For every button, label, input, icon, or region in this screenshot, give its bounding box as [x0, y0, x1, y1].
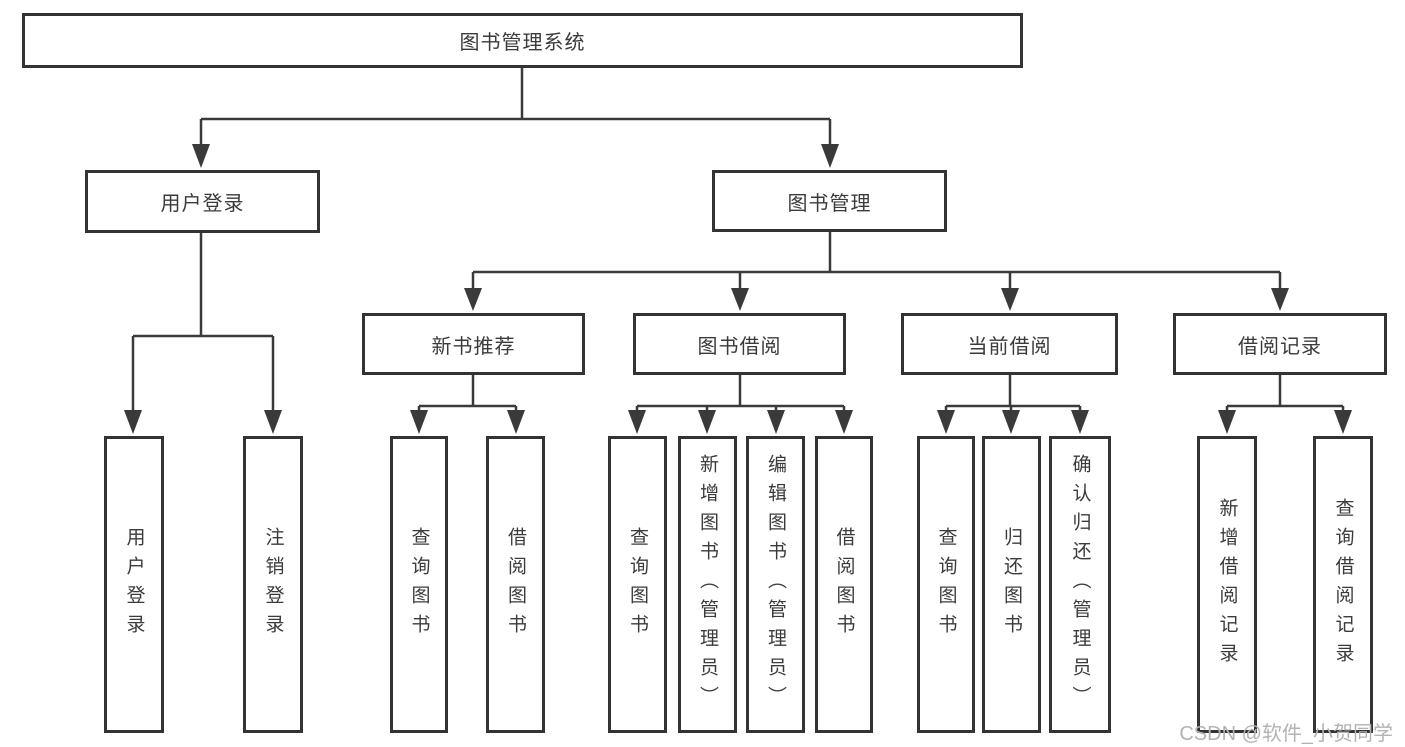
node-label: 图书管理: [787, 192, 872, 215]
node-library-system: 图书管理系统: [22, 13, 1023, 68]
node-label: 注销登录: [262, 526, 284, 643]
node-label: 借阅图书: [505, 526, 526, 643]
node-label: 用户登录: [160, 193, 245, 215]
node-label: 新书推荐: [431, 335, 516, 358]
node-label: 查询图书: [935, 526, 957, 643]
arrowheads: [124, 144, 1352, 434]
node-borrowing-borrow-books: 借阅图书: [815, 436, 873, 733]
node-label: 查询借阅记录: [1332, 497, 1354, 672]
node-confirm-return-admin: 确认归还（管理员）: [1049, 436, 1111, 733]
node-label: 新增借阅记录: [1216, 497, 1238, 672]
node-book-borrowing: 图书借阅: [633, 313, 846, 375]
csdn-watermark: CSDN @软件_小贺同学: [1179, 723, 1393, 745]
node-label: 图书借阅: [697, 335, 782, 358]
node-label: 借阅记录: [1238, 335, 1322, 358]
node-label: 借阅图书: [833, 526, 855, 643]
node-label: 编辑图书（管理员）: [765, 454, 786, 715]
node-borrowing-query-books: 查询图书: [608, 436, 667, 733]
node-book-management: 图书管理: [712, 170, 947, 232]
node-label: 查询图书: [408, 526, 430, 643]
node-rec-borrow-books: 借阅图书: [486, 436, 545, 733]
node-user-login-action: 用户登录: [104, 436, 164, 733]
node-rec-query-books: 查询图书: [390, 436, 448, 733]
node-user-login: 用户登录: [85, 170, 320, 233]
node-new-book-recommend: 新书推荐: [362, 313, 585, 375]
node-current-query-books: 查询图书: [917, 436, 975, 733]
node-label: 查询图书: [627, 526, 648, 643]
node-current-borrowing: 当前借阅: [901, 313, 1118, 375]
node-logout-action: 注销登录: [243, 436, 303, 733]
node-query-borrow-record: 查询借阅记录: [1313, 436, 1373, 733]
node-label: 确认归还（管理员）: [1069, 454, 1091, 715]
node-label: 归还图书: [1001, 526, 1022, 643]
node-label: 新增图书（管理员）: [697, 454, 718, 715]
node-edit-book-admin: 编辑图书（管理员）: [746, 436, 805, 733]
node-label: 图书管理系统: [459, 32, 586, 54]
node-add-book-admin: 新增图书（管理员）: [678, 436, 737, 733]
node-return-books: 归还图书: [982, 436, 1041, 733]
node-borrowing-records: 借阅记录: [1173, 313, 1387, 375]
node-label: 用户登录: [123, 526, 145, 643]
node-label: 当前借阅: [967, 335, 1052, 358]
node-add-borrow-record: 新增借阅记录: [1197, 436, 1257, 733]
